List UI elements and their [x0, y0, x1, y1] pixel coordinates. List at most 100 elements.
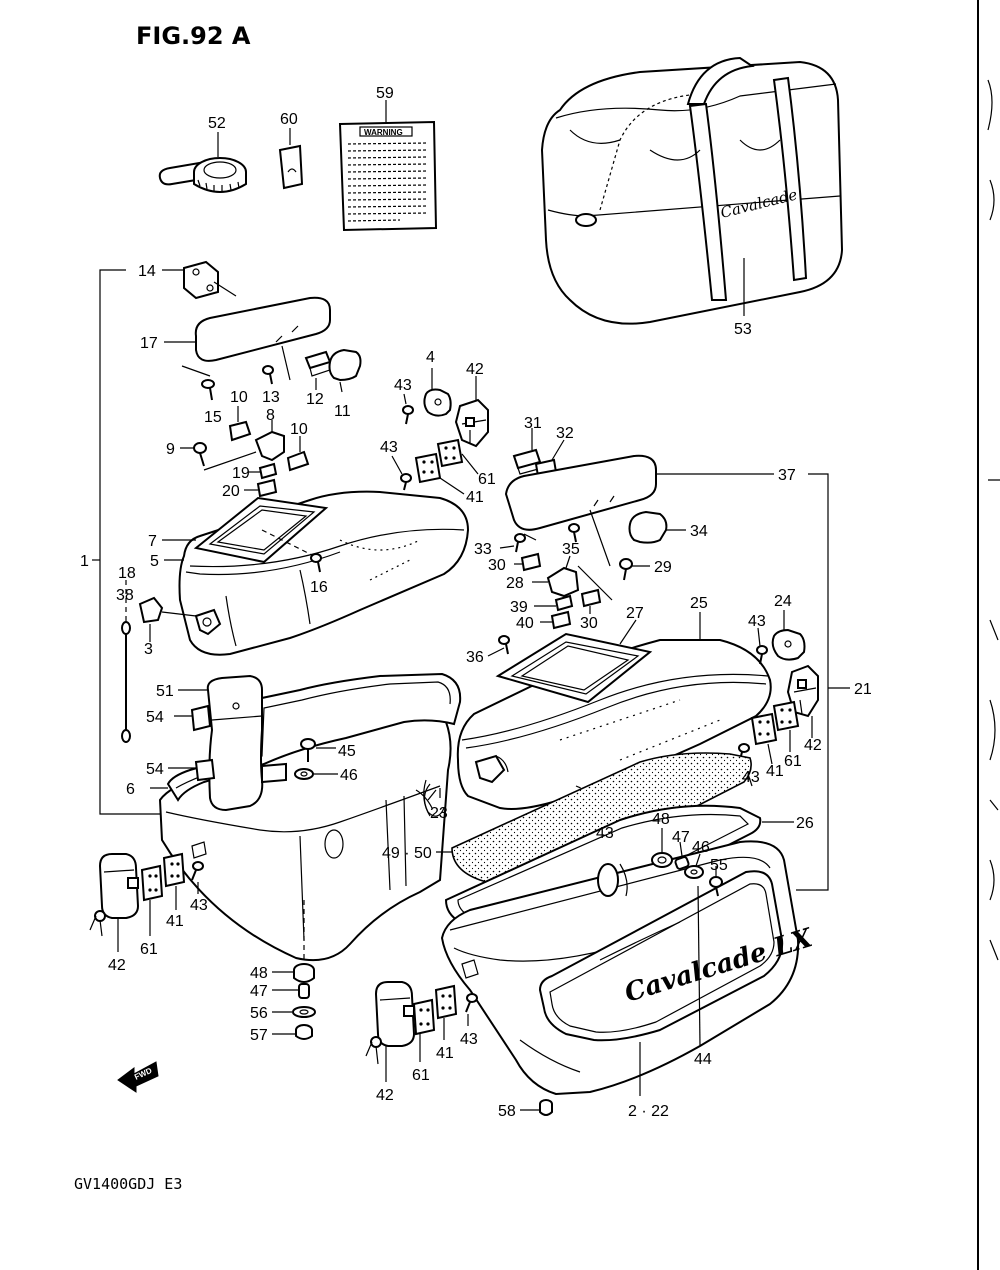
label-55: 55: [710, 857, 728, 874]
part-20-spacer: [256, 478, 278, 498]
part-37-lid-trim: [504, 454, 657, 531]
label-49-50: 49 · 50: [382, 845, 432, 862]
label-58: 58: [498, 1103, 516, 1120]
part-41-plate-lower: [434, 984, 458, 1020]
part-34-bumper: [628, 510, 668, 544]
label-43-c: 43: [748, 613, 766, 630]
label-40: 40: [516, 615, 534, 632]
label-60: 60: [280, 111, 298, 128]
label-43-g: 43: [460, 1031, 478, 1048]
label-38: 38: [116, 587, 134, 604]
label-8: 8: [266, 407, 275, 424]
label-1: 1: [80, 553, 89, 570]
part-40-spacer: [550, 610, 572, 630]
part-42-latch-right: [786, 664, 819, 718]
part-9-screw: [193, 442, 207, 467]
label-36: 36: [466, 649, 484, 666]
label-23: 23: [430, 805, 448, 822]
part-36-screw: [498, 635, 510, 655]
part-61-gasket-right: [772, 700, 800, 732]
label-45: 45: [338, 743, 356, 760]
part-screw-lid: [568, 523, 580, 543]
label-29: 29: [654, 559, 672, 576]
part-24-latch-striker: [771, 628, 806, 661]
part-15-screw: [201, 379, 215, 401]
label-14: 14: [138, 263, 156, 280]
part-33-screw: [514, 533, 526, 553]
part-8-bracket: [254, 430, 285, 462]
label-5: 5: [150, 553, 159, 570]
part-41-plate-left: [162, 852, 186, 888]
part-51-tool-pouch: [206, 674, 287, 812]
label-51: 51: [156, 683, 174, 700]
part-42-lock-left: [89, 853, 140, 937]
part-61-gasket-lower: [412, 998, 436, 1036]
label-41-b: 41: [766, 763, 784, 780]
part-10-cushion-b: [286, 450, 310, 472]
label-43-d: 43: [742, 769, 760, 786]
part-5-upper-lid: [178, 490, 470, 656]
part-39-spacer: [554, 594, 574, 612]
label-30-b: 30: [580, 615, 598, 632]
label-28: 28: [506, 575, 524, 592]
label-6: 6: [126, 781, 135, 798]
part-47-collar-left: [298, 983, 310, 999]
label-41-c: 41: [166, 913, 184, 930]
part-lock-hole: [597, 863, 628, 897]
part-57-nut: [295, 1024, 313, 1040]
label-42-a: 42: [466, 361, 484, 378]
label-59: 59: [376, 85, 394, 102]
part-4-latch-striker: [423, 388, 452, 417]
label-2-22: 2 · 22: [628, 1103, 669, 1120]
part-2-22-right-case: Cavalcade LX: [440, 840, 818, 1096]
part-46-washer: [294, 768, 314, 780]
label-21: 21: [854, 681, 872, 698]
part-54-strap-b: [194, 758, 216, 782]
part-31-hinge-plate: [512, 448, 543, 475]
label-54-a: 54: [146, 709, 164, 726]
part-30-cushion-a: [520, 552, 542, 572]
model-code: GV1400GDJ E3: [74, 1175, 182, 1193]
part-17-lid-trim: [194, 296, 331, 362]
part-43-screw-lower: [465, 993, 478, 1013]
label-48-b: 48: [250, 965, 268, 982]
warning-label-heading: WARNING: [364, 128, 403, 137]
part-41-plate-right: [750, 712, 778, 746]
part-52-cap: [158, 157, 247, 193]
label-54-b: 54: [146, 761, 164, 778]
part-27-gasket: [495, 632, 653, 704]
part-28-bracket: [546, 566, 580, 598]
label-57: 57: [250, 1027, 268, 1044]
label-42-b: 42: [804, 737, 822, 754]
label-17: 17: [140, 335, 158, 352]
label-25: 25: [690, 595, 708, 612]
label-35: 35: [562, 541, 580, 558]
label-46-b: 46: [692, 839, 710, 856]
label-44: 44: [694, 1051, 712, 1068]
label-42-d: 42: [376, 1087, 394, 1104]
part-7-gasket: [193, 496, 329, 564]
label-11: 11: [334, 403, 351, 420]
part-14-hinge: [183, 260, 219, 300]
label-47-b: 47: [250, 983, 268, 1000]
callout-labels: 59 52 60 53 14 17 15 13 12 11 10 8 10 9 …: [80, 85, 872, 1120]
part-30-cushion-b: [580, 588, 602, 608]
part-29-screw: [619, 558, 633, 581]
label-41-a: 41: [466, 489, 484, 506]
label-61-d: 61: [412, 1067, 430, 1084]
label-31: 31: [524, 415, 542, 432]
label-42-c: 42: [108, 957, 126, 974]
label-32: 32: [556, 425, 574, 442]
label-20: 20: [222, 483, 240, 500]
label-10-a: 10: [230, 389, 248, 406]
part-48-grommet-left: [293, 963, 315, 983]
label-9: 9: [166, 441, 175, 458]
label-33: 33: [474, 541, 492, 558]
label-10-b: 10: [290, 421, 308, 438]
label-30-a: 30: [488, 557, 506, 574]
label-39: 39: [510, 599, 528, 616]
label-19: 19: [232, 465, 250, 482]
part-16-screw: [310, 553, 322, 573]
label-15: 15: [204, 409, 222, 426]
label-26: 26: [796, 815, 814, 832]
